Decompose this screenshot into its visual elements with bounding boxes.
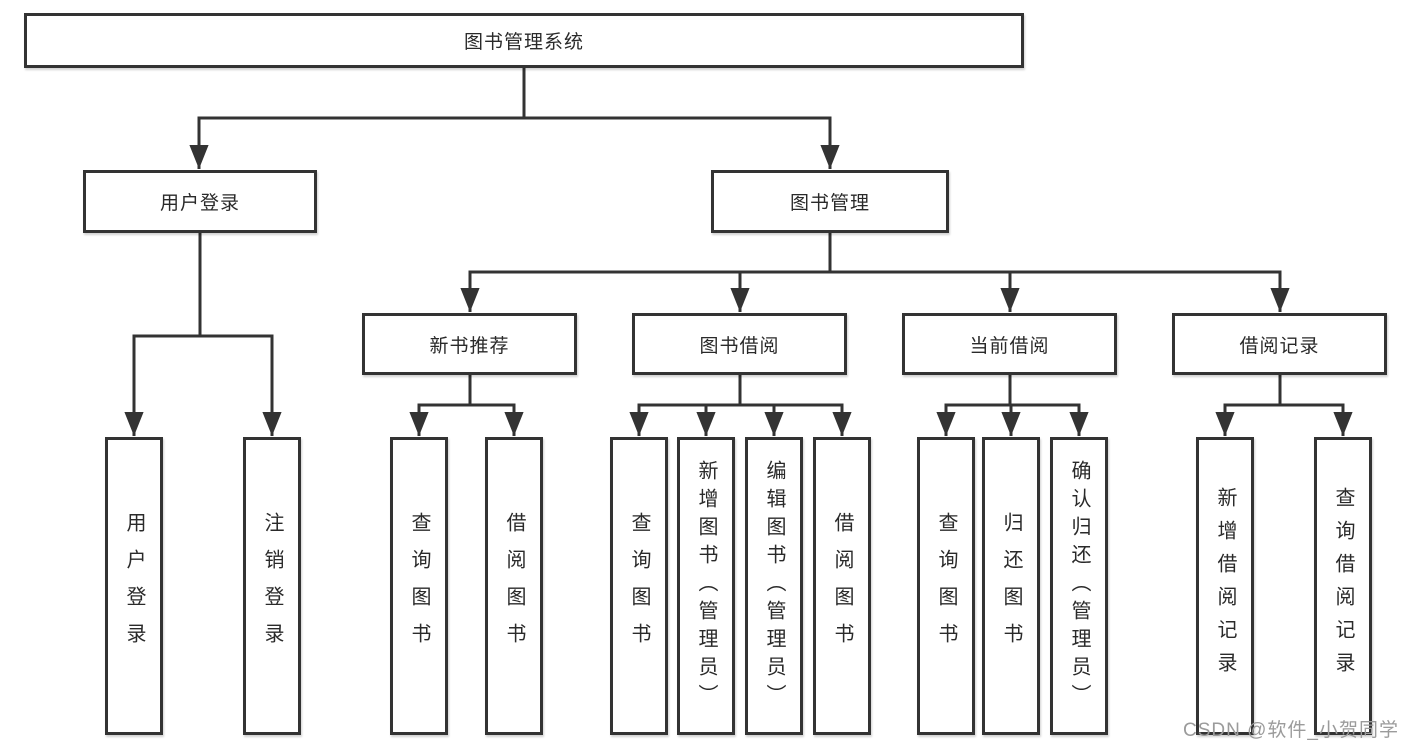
leaf-add-book-admin: 新增图书（管理员） [677,437,735,735]
leaf-query-book-2-label: 查询图书 [628,512,650,660]
leaf-add-borrow-record-label: 新增借阅记录 [1214,487,1236,685]
leaf-query-book-2: 查询图书 [610,437,668,735]
leaf-borrow-book-1: 借阅图书 [485,437,543,735]
node-book-management-label: 图书管理 [789,193,870,214]
leaf-user-login-label: 用户登录 [123,512,145,660]
node-current-borrowing: 当前借阅 [902,313,1117,375]
leaf-return-book: 归还图书 [982,437,1040,735]
node-book-management: 图书管理 [711,170,949,233]
node-root-label: 图书管理系统 [463,32,584,53]
leaf-user-login: 用户登录 [105,437,163,735]
leaf-query-book-3: 查询图书 [917,437,975,735]
node-root: 图书管理系统 [24,13,1024,68]
node-book-borrowing-label: 图书借阅 [699,335,780,357]
node-new-book-recommend-label: 新书推荐 [429,335,510,357]
leaf-return-book-label: 归还图书 [1000,512,1022,660]
leaf-add-book-admin-label: 新增图书（管理员） [695,460,717,712]
node-user-login-label: 用户登录 [159,193,240,214]
leaf-add-borrow-record: 新增借阅记录 [1196,437,1254,735]
leaf-logout-label: 注销登录 [261,512,283,660]
leaf-query-borrow-record-label: 查询借阅记录 [1332,487,1354,685]
leaf-borrow-book-2: 借阅图书 [813,437,871,735]
node-borrowing-records: 借阅记录 [1172,313,1387,375]
leaf-borrow-book-1-label: 借阅图书 [503,512,525,660]
node-book-borrowing: 图书借阅 [632,313,847,375]
connector-trunks [132,68,1345,407]
leaf-query-borrow-record: 查询借阅记录 [1314,437,1372,735]
leaf-logout: 注销登录 [243,437,301,735]
node-new-book-recommend: 新书推荐 [362,313,577,375]
node-current-borrowing-label: 当前借阅 [969,335,1050,357]
leaf-confirm-return-admin: 确认归还（管理员） [1050,437,1108,735]
node-user-login: 用户登录 [83,170,317,233]
leaf-confirm-return-admin-label: 确认归还（管理员） [1068,460,1090,712]
leaf-edit-book-admin: 编辑图书（管理员） [745,437,803,735]
node-borrowing-records-label: 借阅记录 [1239,335,1320,357]
leaf-query-book-3-label: 查询图书 [935,512,957,660]
csdn-watermark: CSDN @软件_小贺同学 [1183,720,1399,741]
leaf-query-book-1-label: 查询图书 [408,512,430,660]
leaf-edit-book-admin-label: 编辑图书（管理员） [763,460,785,712]
leaf-query-book-1: 查询图书 [390,437,448,735]
leaf-borrow-book-2-label: 借阅图书 [831,512,853,660]
